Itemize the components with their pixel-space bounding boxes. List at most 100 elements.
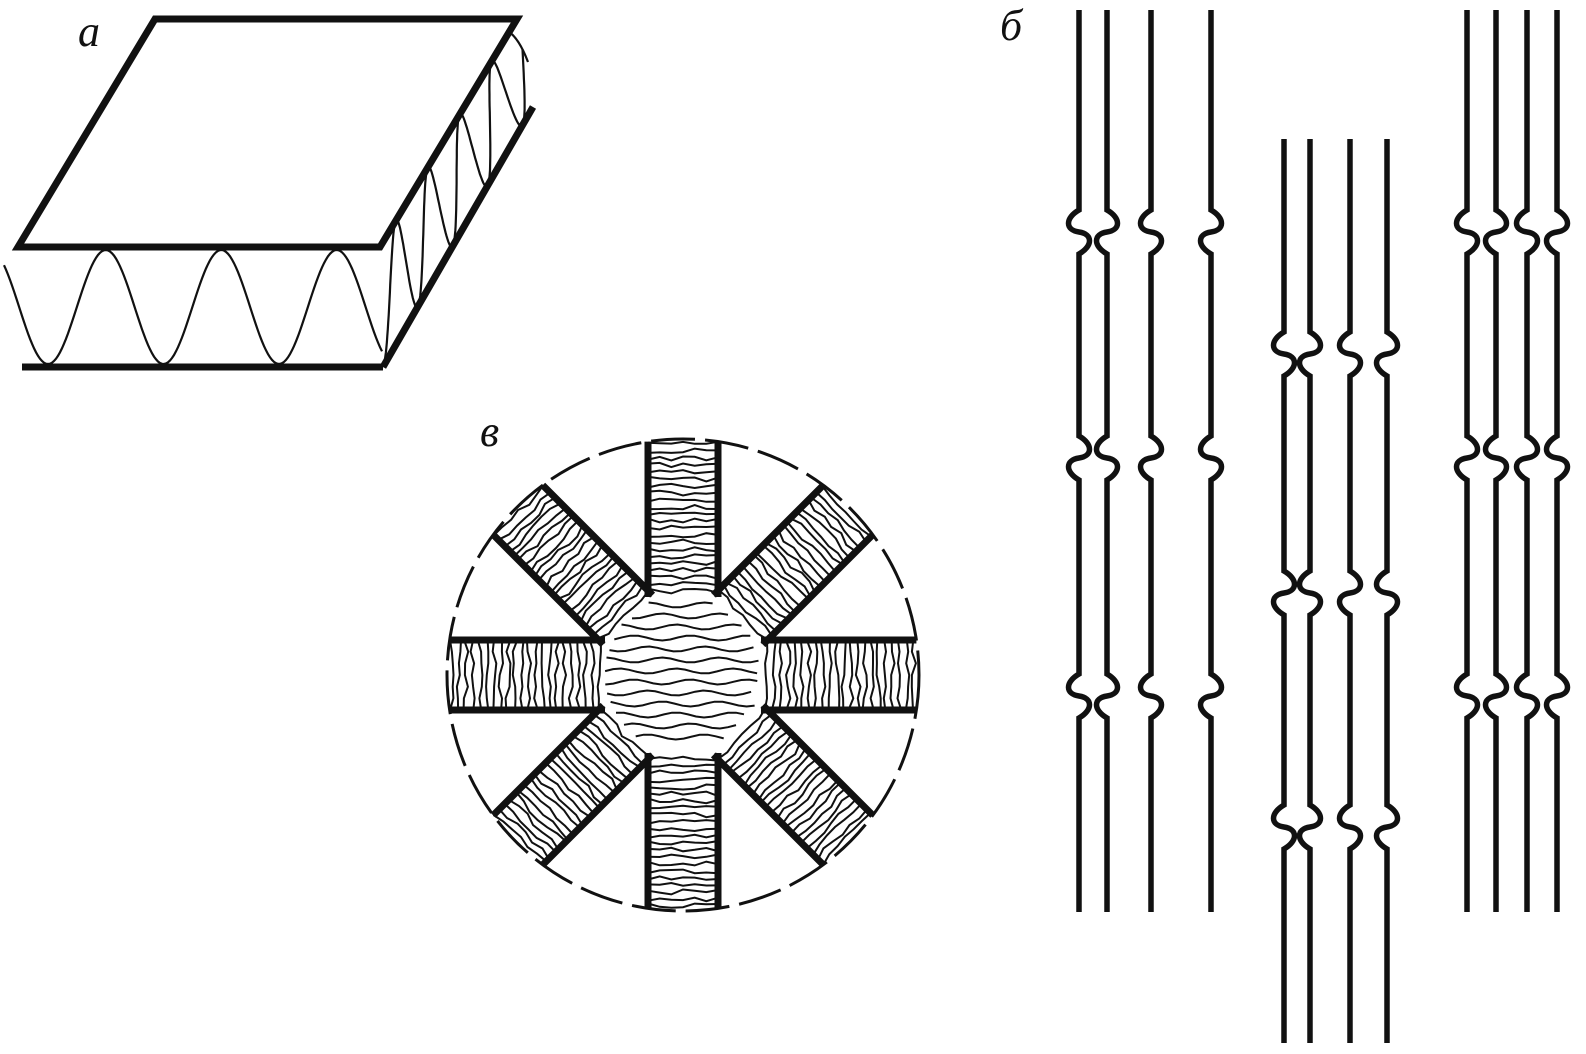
wheel-spokes — [449, 440, 917, 909]
spoke-grain-line — [727, 718, 778, 771]
spoke-grain-line — [889, 639, 896, 711]
fiber-strand — [1065, 10, 1093, 912]
spoke-grain-line — [647, 524, 719, 531]
spoke-grain-line — [717, 707, 767, 761]
spoke-grain-line — [789, 517, 844, 566]
spoke-grain-line — [582, 724, 634, 776]
fiber-strand — [1137, 10, 1165, 912]
spoke-grain-line — [517, 789, 569, 841]
panel-b-label: б — [1000, 1, 1024, 50]
spoke-grain-line — [647, 840, 719, 846]
spoke-grain-line — [581, 639, 588, 711]
spoke-grain-line — [647, 553, 719, 560]
fiber-strand — [1482, 10, 1510, 912]
spoke-edge — [540, 752, 656, 868]
spoke-grain-line — [492, 814, 547, 863]
spoke-grain-line — [732, 575, 784, 626]
spoke-grain-line — [647, 447, 719, 454]
spoke-grain-line — [504, 496, 556, 548]
spoke-grain-line — [455, 639, 462, 711]
spoke-grain-line — [777, 529, 827, 583]
hub-grain-line — [610, 700, 755, 708]
spoke-grain-line — [647, 511, 719, 516]
spoke-grain-line — [786, 520, 837, 573]
spoke-grain-line — [497, 639, 505, 711]
spoke-grain-line — [840, 639, 847, 711]
hub-grain-line — [648, 601, 713, 609]
top-liner — [11, 15, 524, 251]
spoke-grain-line — [545, 536, 595, 589]
spoke-grain-line — [647, 469, 719, 475]
spoke-grain-line — [519, 639, 525, 711]
wheel-spoke — [490, 482, 656, 648]
spoke-grain-line — [647, 546, 719, 553]
hub-grain-line — [615, 711, 745, 719]
spoke-grain-line — [647, 504, 719, 511]
spoke-grain-line — [752, 742, 802, 795]
spoke-grain-line — [770, 639, 777, 711]
spoke-grain-line — [508, 798, 560, 850]
spoke-grain-line — [476, 639, 484, 711]
spoke-grain-line — [647, 574, 719, 581]
spoke-grain-line — [806, 798, 858, 850]
spoke-grain-line — [776, 767, 827, 820]
spoke-grain-line — [764, 758, 818, 808]
spoke-grain-line — [647, 497, 719, 503]
hub-grain-line — [604, 667, 758, 675]
spoke-grain-line — [588, 639, 596, 711]
spoke-grain-line — [722, 713, 773, 766]
spoke-grain-line — [517, 512, 572, 561]
spoke-grain-line — [827, 639, 833, 711]
spoke-grain-line — [493, 484, 544, 537]
spoke-grain-line — [504, 639, 512, 711]
spoke-grain-line — [910, 639, 917, 711]
spoke-grain-line — [560, 747, 609, 801]
spoke-grain-line — [647, 860, 719, 867]
spoke-grain-line — [810, 496, 861, 549]
spoke-edge — [710, 482, 826, 598]
spoke-grain-line — [755, 551, 810, 600]
spoke-grain-line — [584, 576, 636, 628]
spoke-grain-line — [537, 769, 591, 818]
hub-grain-line — [614, 634, 751, 642]
spoke-grain-line — [469, 639, 476, 711]
panel-c-label: в — [480, 407, 499, 456]
spoke-grain-line — [554, 752, 604, 806]
spoke-grain-line — [800, 793, 853, 844]
spoke-grain-line — [523, 784, 574, 836]
corrugated-panel — [2, 15, 537, 371]
spoke-grain-line — [449, 639, 455, 711]
spoke-grain-line — [757, 747, 807, 801]
spoke-grain-line — [765, 542, 816, 594]
fiber-strand — [1543, 10, 1571, 912]
spoke-grain-line — [497, 491, 551, 541]
spoke-grain-line — [762, 544, 812, 598]
spoke-grain-line — [567, 639, 574, 711]
hub-grain-line — [621, 623, 742, 631]
spoke-grain-line — [904, 639, 911, 711]
spoke-grain-line — [647, 587, 719, 595]
spoke-grain-line — [647, 769, 719, 775]
spoke-grain-line — [537, 529, 589, 581]
spoke-grain-line — [562, 555, 615, 605]
spoke-grain-line — [817, 808, 868, 860]
kinked-fibers-panel — [1065, 10, 1571, 1043]
spoke-grain-line — [529, 519, 579, 573]
spoke-grain-line — [746, 739, 798, 789]
spoke-edge — [760, 532, 876, 648]
spoke-grain-line — [647, 560, 719, 566]
spoke-grain-line — [533, 773, 584, 826]
spoke-grain-line — [807, 499, 857, 553]
spoke-edge — [540, 482, 656, 598]
spoke-grain-line — [587, 720, 641, 769]
spoke-grain-line — [647, 461, 719, 469]
spoke-grain-line — [799, 507, 851, 559]
fiber-group-1 — [1065, 10, 1225, 912]
spoke-grain-line — [547, 639, 553, 711]
fiber-strand — [1336, 139, 1364, 1043]
spoke-grain-line — [782, 524, 832, 578]
spoke-grain-line — [553, 639, 561, 711]
spoke-grain-line — [647, 566, 719, 573]
spoke-grain-line — [575, 639, 582, 711]
spoke-grain-line — [781, 772, 832, 825]
